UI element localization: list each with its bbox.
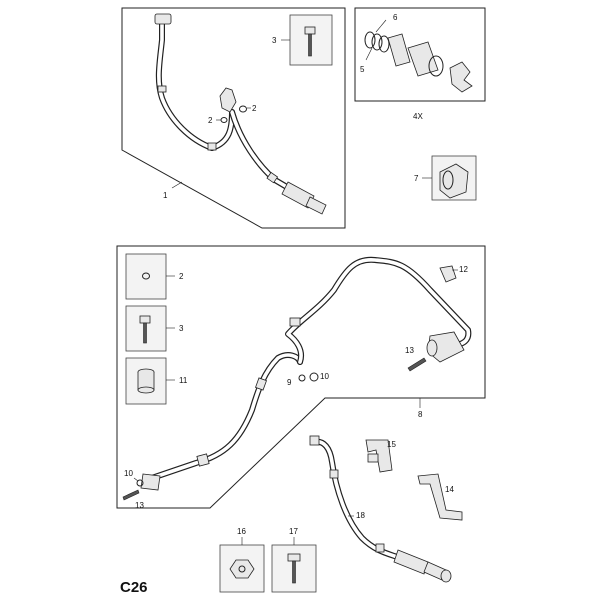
- label-8: 8: [418, 410, 423, 419]
- label-3-lower: 3: [179, 324, 184, 333]
- label-5: 5: [360, 65, 365, 74]
- seal-kit-parts: [364, 31, 473, 93]
- label-15: 15: [387, 440, 396, 449]
- label-18: 18: [356, 511, 365, 520]
- label-13-lower: 13: [135, 501, 144, 510]
- bolt-icon: [139, 315, 151, 344]
- label-10-upper: 10: [320, 372, 329, 381]
- label-14: 14: [445, 485, 454, 494]
- upper-assembly-frame: [121, 7, 346, 229]
- hose-8: [140, 256, 472, 491]
- page-code: C26: [120, 579, 148, 596]
- inset-box-2: [125, 253, 167, 300]
- quantity-4x: 4X: [413, 112, 423, 121]
- label-2-right: 2: [252, 104, 257, 113]
- filter-drier-icon: [439, 163, 469, 199]
- nut-icon: [229, 559, 255, 579]
- label-3-upper: 3: [272, 36, 277, 45]
- bolt-icon: [287, 553, 301, 584]
- bolt-icon: [304, 26, 316, 57]
- bracket-14: [417, 473, 463, 521]
- label-2-lower: 2: [179, 272, 184, 281]
- label-9: 9: [287, 378, 292, 387]
- part-17-box: [271, 544, 317, 593]
- label-11: 11: [179, 376, 188, 385]
- label-2-left: 2: [208, 116, 213, 125]
- label-13-upper: 13: [405, 346, 414, 355]
- label-16: 16: [237, 527, 246, 536]
- lower-assembly-frame: [116, 245, 486, 509]
- seal-kit-frame: [354, 7, 486, 102]
- label-12: 12: [459, 265, 468, 274]
- cap-icon: [137, 368, 155, 394]
- label-17: 17: [289, 527, 298, 536]
- label-1: 1: [163, 191, 168, 200]
- hose-18: [309, 435, 452, 583]
- label-7: 7: [414, 174, 419, 183]
- label-6: 6: [393, 13, 398, 22]
- bracket-15: [365, 439, 393, 473]
- hose-1: [154, 13, 327, 215]
- label-10-lower: 10: [124, 469, 133, 478]
